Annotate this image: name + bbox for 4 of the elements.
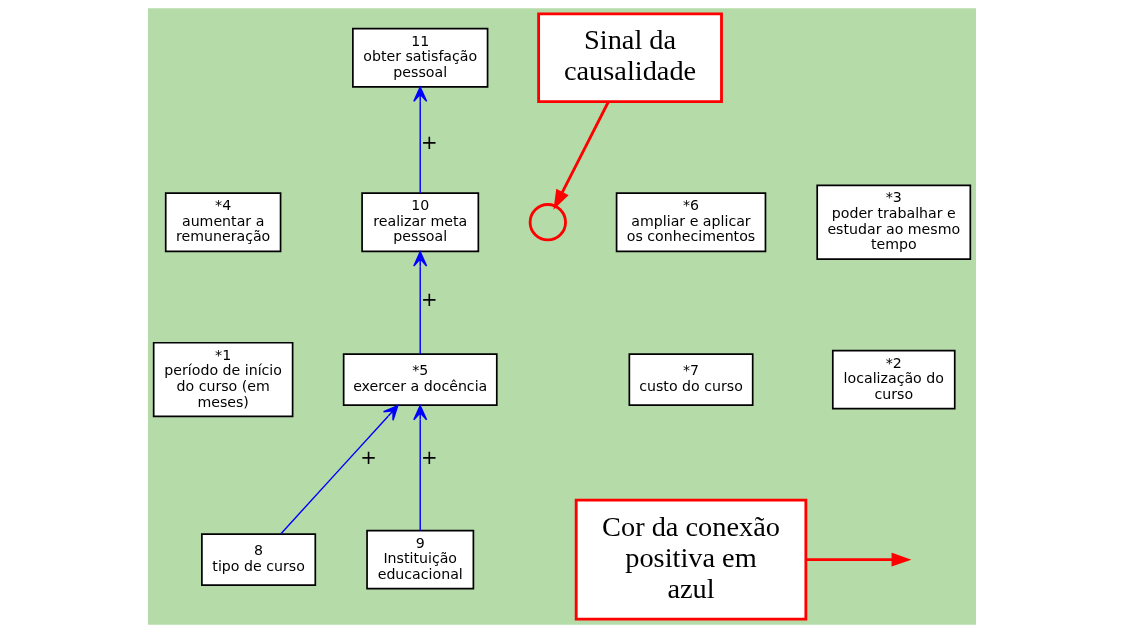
edge-label: + (421, 445, 438, 469)
edge-label: + (421, 288, 438, 312)
edge-label: + (360, 445, 377, 469)
edge-label: + (421, 130, 438, 154)
